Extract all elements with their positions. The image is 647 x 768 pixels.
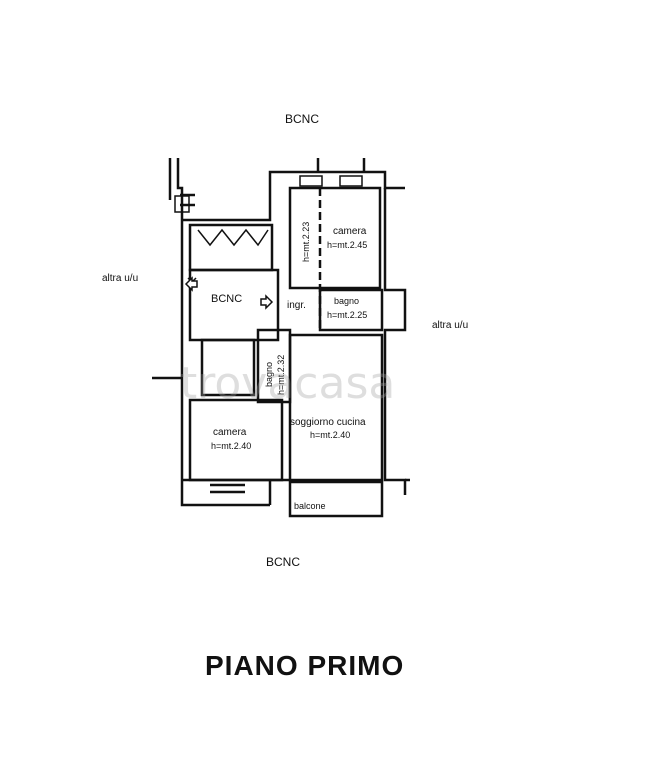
arrow-right-icon [260, 294, 274, 310]
balcone-room [288, 480, 384, 518]
camera-top-room [288, 186, 382, 290]
label-soggiorno-h: h=mt.2.40 [310, 430, 351, 440]
label-soggiorno: soggiorno cucina [290, 417, 366, 428]
label-left-neighbor: altra u/u [102, 273, 139, 284]
camera-bottom-room [188, 398, 284, 482]
label-camera-top-h: h=mt.2.45 [327, 240, 368, 250]
stair-room [188, 223, 274, 272]
label-top-bcnc: BCNC [285, 112, 320, 126]
label-bagno-right-h: h=mt.2.25 [327, 310, 368, 320]
label-camera-top: camera [333, 226, 367, 237]
label-camera-bottom: camera [213, 427, 247, 438]
label-stair-bcnc: BCNC [211, 293, 243, 305]
label-camera-bottom-h: h=mt.2.40 [211, 441, 252, 451]
label-bottom-bcnc: BCNC [266, 555, 301, 569]
soggiorno-room [288, 333, 384, 482]
outer-wall-top [290, 170, 405, 190]
label-corridor-h: h=mt.2.23 [301, 221, 311, 262]
label-ingresso: ingr. [287, 300, 306, 311]
storage-room [200, 338, 256, 397]
stair-top-wall [182, 170, 290, 222]
label-balcone: balcone [294, 501, 326, 511]
watermark: trovacasa [180, 358, 396, 409]
bagno-right-room [318, 288, 384, 332]
arrow-left-icon [184, 276, 198, 292]
page-title: PIANO PRIMO [205, 650, 405, 681]
outer-wall-right [383, 188, 407, 495]
outer-wall-left [176, 158, 270, 507]
label-bagno-right: bagno [334, 296, 360, 306]
label-right-neighbor: altra u/u [432, 320, 469, 331]
